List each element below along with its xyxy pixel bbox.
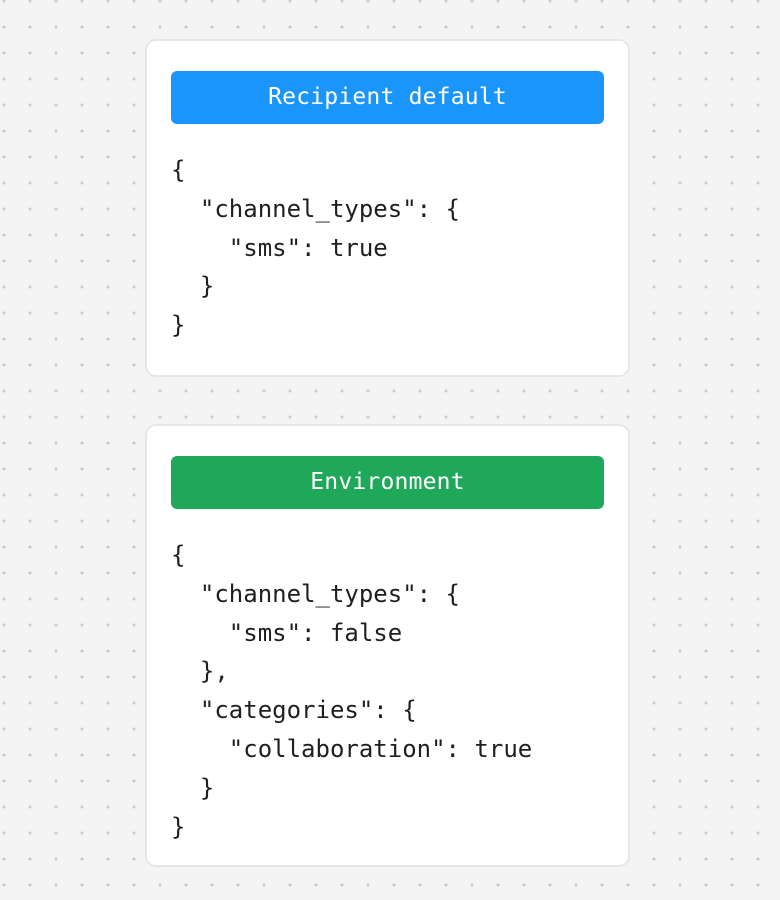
json-code-environment: { "channel_types": { "sms": false }, "ca…: [171, 541, 533, 841]
card-recipient-default[interactable]: Recipient default { "channel_types": { "…: [145, 39, 630, 377]
json-code-recipient-default: { "channel_types": { "sms": true } }: [171, 156, 460, 340]
card-header-label: Environment: [310, 469, 465, 495]
card-header-environment: Environment: [171, 456, 604, 509]
card-header-recipient-default: Recipient default: [171, 71, 604, 124]
card-header-label: Recipient default: [268, 84, 507, 110]
card-environment[interactable]: Environment { "channel_types": { "sms": …: [145, 424, 630, 867]
